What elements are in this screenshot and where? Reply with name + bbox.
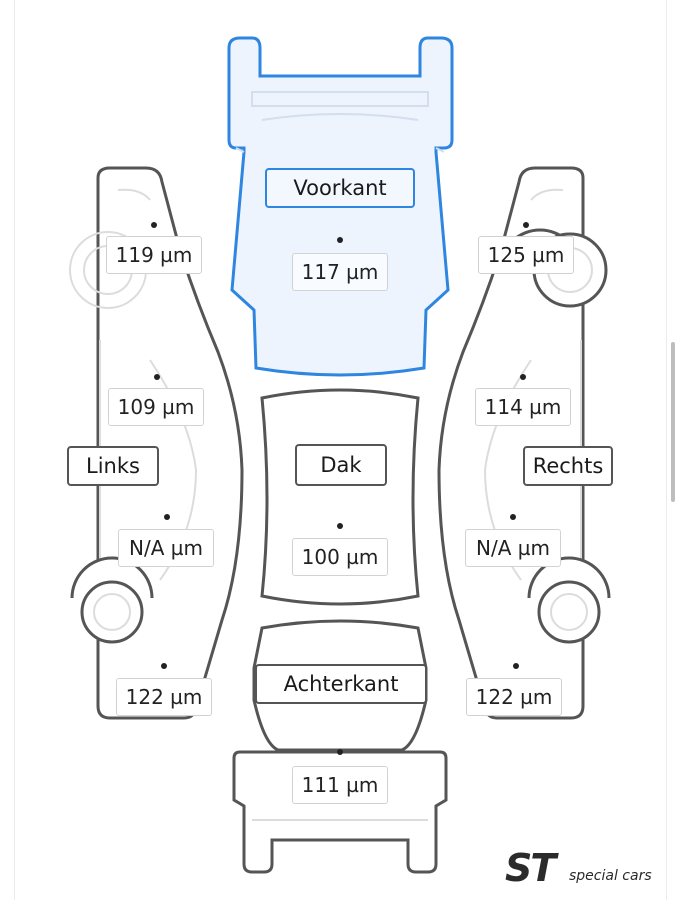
measure-dot-roof (337, 523, 343, 529)
left-rear-wheel (70, 556, 154, 644)
measure-dot-left-3 (164, 514, 170, 520)
measure-value-left-2: 109 µm (108, 388, 204, 426)
measure-value-right-3: N/A µm (465, 529, 561, 567)
measure-dot-right-2 (520, 374, 526, 380)
measure-value-roof: 100 µm (292, 538, 388, 576)
measure-dot-right-3 (510, 514, 516, 520)
measure-value-left-4: 122 µm (116, 678, 212, 716)
measure-value-left-1: 119 µm (106, 236, 202, 274)
measure-value-right-4: 122 µm (466, 678, 562, 716)
zone-label-rechts[interactable]: Rechts (523, 446, 613, 486)
zone-label-links[interactable]: Links (67, 446, 159, 486)
zone-label-voorkant[interactable]: Voorkant (265, 168, 415, 208)
measure-value-front: 117 µm (292, 253, 388, 291)
measure-value-left-3: N/A µm (118, 529, 214, 567)
measure-dot-rear (337, 749, 343, 755)
right-rear-wheel (527, 556, 611, 644)
measure-value-right-2: 114 µm (475, 388, 571, 426)
left-rear-wheel-icon (80, 580, 144, 644)
measure-dot-right-1 (523, 222, 529, 228)
brand-logo: ST special cars (505, 846, 675, 890)
measure-dot-left-4 (161, 663, 167, 669)
measure-dot-left-1 (151, 222, 157, 228)
rear-panel[interactable] (232, 619, 448, 874)
measure-value-right-1: 125 µm (478, 236, 574, 274)
scrollbar[interactable] (671, 342, 675, 502)
right-rear-wheel-icon (537, 580, 601, 644)
measure-dot-front (337, 237, 343, 243)
brand-logo-text: special cars (569, 868, 652, 884)
measure-dot-left-2 (154, 374, 160, 380)
rear-bumper-outline (232, 750, 448, 874)
measure-dot-right-4 (513, 663, 519, 669)
zone-label-achterkant[interactable]: Achterkant (255, 664, 427, 704)
brand-logo-mark: ST (505, 846, 556, 890)
zone-label-dak[interactable]: Dak (295, 444, 387, 486)
measure-value-rear: 111 µm (292, 766, 388, 804)
